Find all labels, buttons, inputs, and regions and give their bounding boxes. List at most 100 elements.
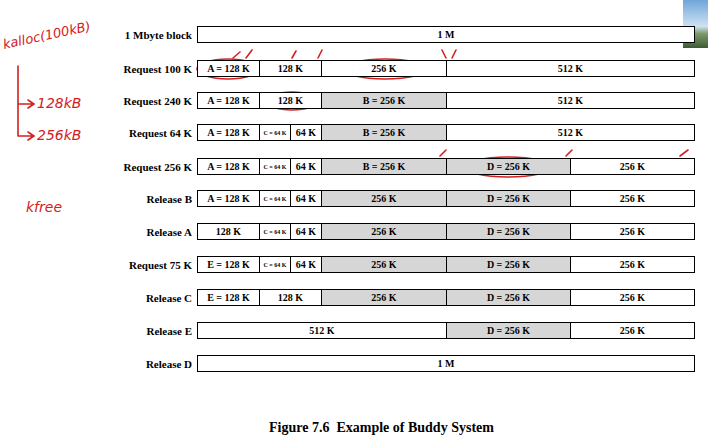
memory-block: 64 K bbox=[290, 158, 322, 175]
block-label: C = 64 K bbox=[264, 229, 287, 235]
block-label: 256 K bbox=[620, 326, 645, 336]
row-label: Request 64 K bbox=[129, 128, 192, 139]
row-label: Request 75 K bbox=[129, 260, 192, 271]
block-label: D = 256 K bbox=[487, 194, 530, 204]
row-label: Request 240 K bbox=[124, 96, 192, 107]
block-label: 256 K bbox=[371, 293, 396, 303]
block-label: 256 K bbox=[371, 260, 396, 270]
memory-block: A = 128 K bbox=[197, 92, 260, 109]
block-label: 64 K bbox=[296, 194, 316, 204]
memory-block: 1 M bbox=[197, 355, 695, 372]
block-label: D = 256 K bbox=[487, 326, 530, 336]
block-label: A = 128 K bbox=[207, 194, 250, 204]
memory-block: 256 K bbox=[570, 190, 695, 207]
memory-block: 128 K bbox=[197, 223, 260, 240]
memory-block: B = 256 K bbox=[321, 158, 447, 175]
block-label: E = 128 K bbox=[207, 293, 250, 303]
memory-block: D = 256 K bbox=[446, 223, 571, 240]
memory-block: 256 K bbox=[321, 289, 447, 306]
block-label: 512 K bbox=[309, 326, 334, 336]
row-label: Release A bbox=[146, 227, 192, 238]
figure-caption: Figure 7.6 Example of Buddy System bbox=[269, 421, 494, 435]
block-label: 512 K bbox=[558, 64, 583, 74]
block-label: 512 K bbox=[558, 128, 583, 138]
block-label: 256 K bbox=[371, 64, 396, 74]
memory-block: 128 K bbox=[259, 289, 322, 306]
memory-block: 256 K bbox=[321, 190, 447, 207]
memory-block: 256 K bbox=[321, 256, 447, 273]
row-label: Release B bbox=[146, 194, 192, 205]
handwritten-note: kalloc(100kB) bbox=[2, 20, 92, 51]
row-label: Release C bbox=[146, 293, 192, 304]
memory-block: 512 K bbox=[446, 124, 695, 141]
block-label: 256 K bbox=[620, 162, 645, 172]
memory-block: 256 K bbox=[570, 223, 695, 240]
block-label: A = 128 K bbox=[207, 162, 250, 172]
block-label: 128 K bbox=[278, 96, 303, 106]
memory-block: C = 64 K bbox=[259, 158, 291, 175]
handwritten-note: 256kB bbox=[37, 128, 81, 142]
block-label: B = 256 K bbox=[363, 96, 406, 106]
memory-block: 256 K bbox=[570, 256, 695, 273]
memory-block: E = 128 K bbox=[197, 289, 260, 306]
block-label: C = 64 K bbox=[264, 262, 287, 268]
row-label: Release D bbox=[146, 359, 192, 370]
memory-block: C = 64 K bbox=[259, 124, 291, 141]
block-label: C = 64 K bbox=[264, 164, 287, 170]
memory-block: 64 K bbox=[290, 124, 322, 141]
memory-block: B = 256 K bbox=[321, 124, 447, 141]
handwritten-note: 128kB bbox=[37, 96, 81, 110]
block-label: B = 256 K bbox=[363, 128, 406, 138]
memory-block: 64 K bbox=[290, 190, 322, 207]
block-label: 64 K bbox=[296, 162, 316, 172]
memory-block: B = 256 K bbox=[321, 92, 447, 109]
block-label: 1 M bbox=[438, 30, 455, 40]
memory-block: C = 64 K bbox=[259, 223, 291, 240]
memory-block: D = 256 K bbox=[446, 158, 571, 175]
block-label: 1 M bbox=[438, 359, 455, 369]
memory-block: D = 256 K bbox=[446, 190, 571, 207]
memory-block: 256 K bbox=[321, 223, 447, 240]
row-label: 1 Mbyte block bbox=[125, 30, 192, 41]
block-label: A = 128 K bbox=[207, 64, 250, 74]
memory-block: A = 128 K bbox=[197, 158, 260, 175]
memory-block: 64 K bbox=[290, 223, 322, 240]
memory-block: 128 K bbox=[259, 92, 322, 109]
row-label: Release E bbox=[146, 326, 192, 337]
memory-block: D = 256 K bbox=[446, 256, 571, 273]
block-label: C = 64 K bbox=[264, 196, 287, 202]
block-label: A = 128 K bbox=[207, 128, 250, 138]
block-label: 64 K bbox=[296, 260, 316, 270]
memory-block: C = 64 K bbox=[259, 256, 291, 273]
memory-block: 256 K bbox=[321, 60, 447, 77]
memory-block: E = 128 K bbox=[197, 256, 260, 273]
memory-block: 1 M bbox=[197, 26, 695, 43]
block-label: D = 256 K bbox=[487, 260, 530, 270]
block-label: 128 K bbox=[278, 293, 303, 303]
memory-block: C = 64 K bbox=[259, 190, 291, 207]
memory-block: 512 K bbox=[446, 60, 695, 77]
block-label: 256 K bbox=[620, 227, 645, 237]
memory-block: 256 K bbox=[570, 158, 695, 175]
block-label: 64 K bbox=[296, 227, 316, 237]
block-label: E = 128 K bbox=[207, 260, 250, 270]
block-label: D = 256 K bbox=[487, 162, 530, 172]
block-label: 64 K bbox=[296, 128, 316, 138]
block-label: D = 256 K bbox=[487, 227, 530, 237]
block-label: A = 128 K bbox=[207, 96, 250, 106]
block-label: C = 64 K bbox=[264, 130, 287, 136]
block-label: 256 K bbox=[371, 227, 396, 237]
memory-block: 256 K bbox=[570, 322, 695, 339]
block-label: 256 K bbox=[620, 260, 645, 270]
memory-block: 64 K bbox=[290, 256, 322, 273]
block-label: 128 K bbox=[278, 64, 303, 74]
row-label: Request 100 K bbox=[124, 64, 192, 75]
memory-block: D = 256 K bbox=[446, 289, 571, 306]
handwritten-note: kfree bbox=[26, 200, 62, 214]
block-label: 256 K bbox=[620, 194, 645, 204]
memory-block: 128 K bbox=[259, 60, 322, 77]
block-label: 512 K bbox=[558, 96, 583, 106]
memory-block: 512 K bbox=[197, 322, 447, 339]
memory-block: D = 256 K bbox=[446, 322, 571, 339]
row-label: Request 256 K bbox=[124, 162, 192, 173]
